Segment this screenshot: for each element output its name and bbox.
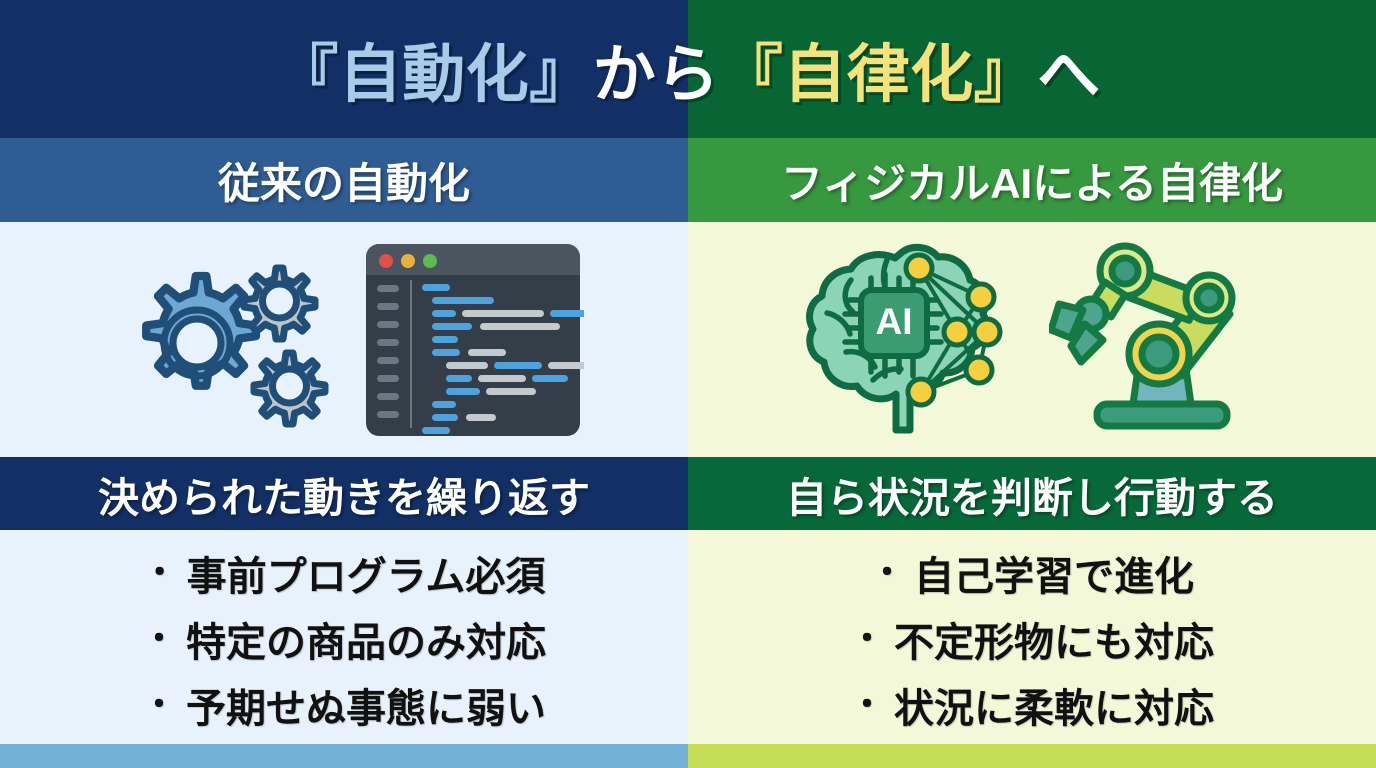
bullet-list-left: ・ 事前プログラム必須 ・ 特定の商品のみ対応 ・ 予期せぬ事態に弱い: [0, 530, 688, 744]
bullet-text: 自己学習で進化: [914, 555, 1194, 599]
bottom-accent-right: [688, 744, 1376, 768]
icon-panel-right: AI: [688, 222, 1376, 457]
title-band: [0, 0, 1376, 138]
bullet-marker-icon: ・: [142, 554, 177, 592]
list-item: ・ 状況に柔軟に対応: [850, 676, 1214, 734]
icon-panel-left: [0, 222, 688, 457]
page-title: 『自動化』 から 『自律化』 へ: [0, 0, 1376, 138]
banner-left: 決められた動きを繰り返す: [0, 457, 688, 530]
title-segment-he: へ: [1037, 39, 1101, 110]
ai-chip-label: AI: [875, 301, 912, 342]
title-segment-kara: から: [592, 39, 720, 110]
bullet-marker-icon: ・: [870, 554, 904, 592]
bullet-text: 不定形物にも対応: [894, 621, 1214, 665]
banner-band: 決められた動きを繰り返す 自ら状況を判断し行動する: [0, 457, 1376, 530]
bullet-text: 状況に柔軟に対応: [894, 687, 1214, 731]
bullet-text: 特定の商品のみ対応: [186, 621, 546, 665]
robot-arm-icon: [1048, 242, 1274, 437]
bullet-list-right: ・ 自己学習で進化 ・ 不定形物にも対応 ・ 状況に柔軟に対応: [688, 530, 1376, 744]
title-band-right-half: [688, 0, 1376, 138]
list-item: ・ 自己学習で進化: [870, 544, 1194, 602]
list-item: ・ 不定形物にも対応: [850, 610, 1214, 668]
bullet-marker-icon: ・: [142, 620, 176, 658]
bullet-marker-icon: ・: [850, 620, 884, 658]
bullet-text: 事前プログラム必須: [186, 555, 546, 599]
title-band-left-half: [0, 0, 688, 138]
subtitle-left: 従来の自動化: [0, 138, 688, 222]
gears-icon: [104, 250, 336, 430]
title-segment-autonomy: 『自律化』: [719, 39, 1038, 110]
banner-right: 自ら状況を判断し行動する: [688, 457, 1376, 530]
bottom-accent-band: [0, 744, 1376, 768]
list-item: ・ 予期せぬ事態に弱い: [142, 676, 546, 734]
title-segment-automation: 『自動化』: [275, 39, 593, 110]
list-item: ・ 事前プログラム必須: [143, 544, 546, 602]
bullet-marker-icon: ・: [850, 686, 884, 724]
list-item: ・ 特定の商品のみ対応: [142, 610, 546, 668]
subtitle-band: 従来の自動化 フィジカルAIによる自律化: [0, 138, 1376, 222]
bottom-accent-left: [0, 744, 688, 768]
bullet-text: 予期せぬ事態に弱い: [186, 687, 546, 731]
ai-brain-icon: AI: [791, 240, 1023, 440]
bullets-band: ・ 事前プログラム必須 ・ 特定の商品のみ対応 ・ 予期せぬ事態に弱い ・ 自己…: [0, 530, 1376, 744]
code-window-icon: [362, 240, 584, 440]
icon-band: AI: [0, 222, 1376, 457]
subtitle-right: フィジカルAIによる自律化: [688, 138, 1376, 222]
bullet-marker-icon: ・: [142, 686, 176, 724]
